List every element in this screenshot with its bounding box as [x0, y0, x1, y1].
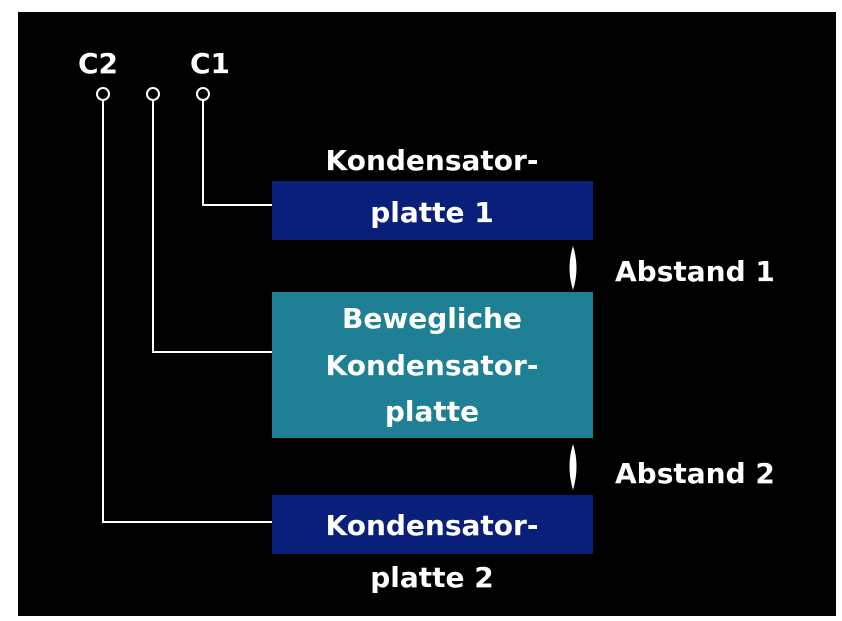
wire-middle-terminal-movable-plate [152, 100, 272, 353]
terminal-c1 [196, 87, 210, 101]
plate-1-label-line2: platte 1 [370, 196, 494, 229]
terminal-c2-label: C2 [78, 47, 118, 80]
plate-2-label-line2: platte 2 [370, 561, 494, 594]
gap-2-label: Abstand 2 [615, 457, 775, 490]
wires [102, 100, 272, 523]
terminal-middle [146, 87, 160, 101]
terminals [96, 87, 210, 101]
fixed-plate-1 [272, 181, 593, 240]
gap-1-marker [569, 246, 577, 290]
terminal-c2 [96, 87, 110, 101]
movable-plate-label-line1: Bewegliche [342, 302, 522, 335]
terminal-c1-label: C1 [190, 47, 230, 80]
gap-1-label: Abstand 1 [615, 255, 775, 288]
fixed-plate-2 [272, 495, 593, 554]
gap-2-marker [569, 444, 577, 490]
movable-plate-label-line3: platte [385, 395, 479, 428]
movable-plate [272, 292, 593, 438]
wire-c1-top-plate [202, 100, 272, 206]
movable-plate-label-line2: Kondensator- [326, 349, 539, 382]
plate-1-label-line1: Kondensator- [326, 144, 539, 177]
plate-2-label-line1: Kondensator- [326, 509, 539, 542]
wire-c2-bottom-plate [102, 100, 272, 523]
